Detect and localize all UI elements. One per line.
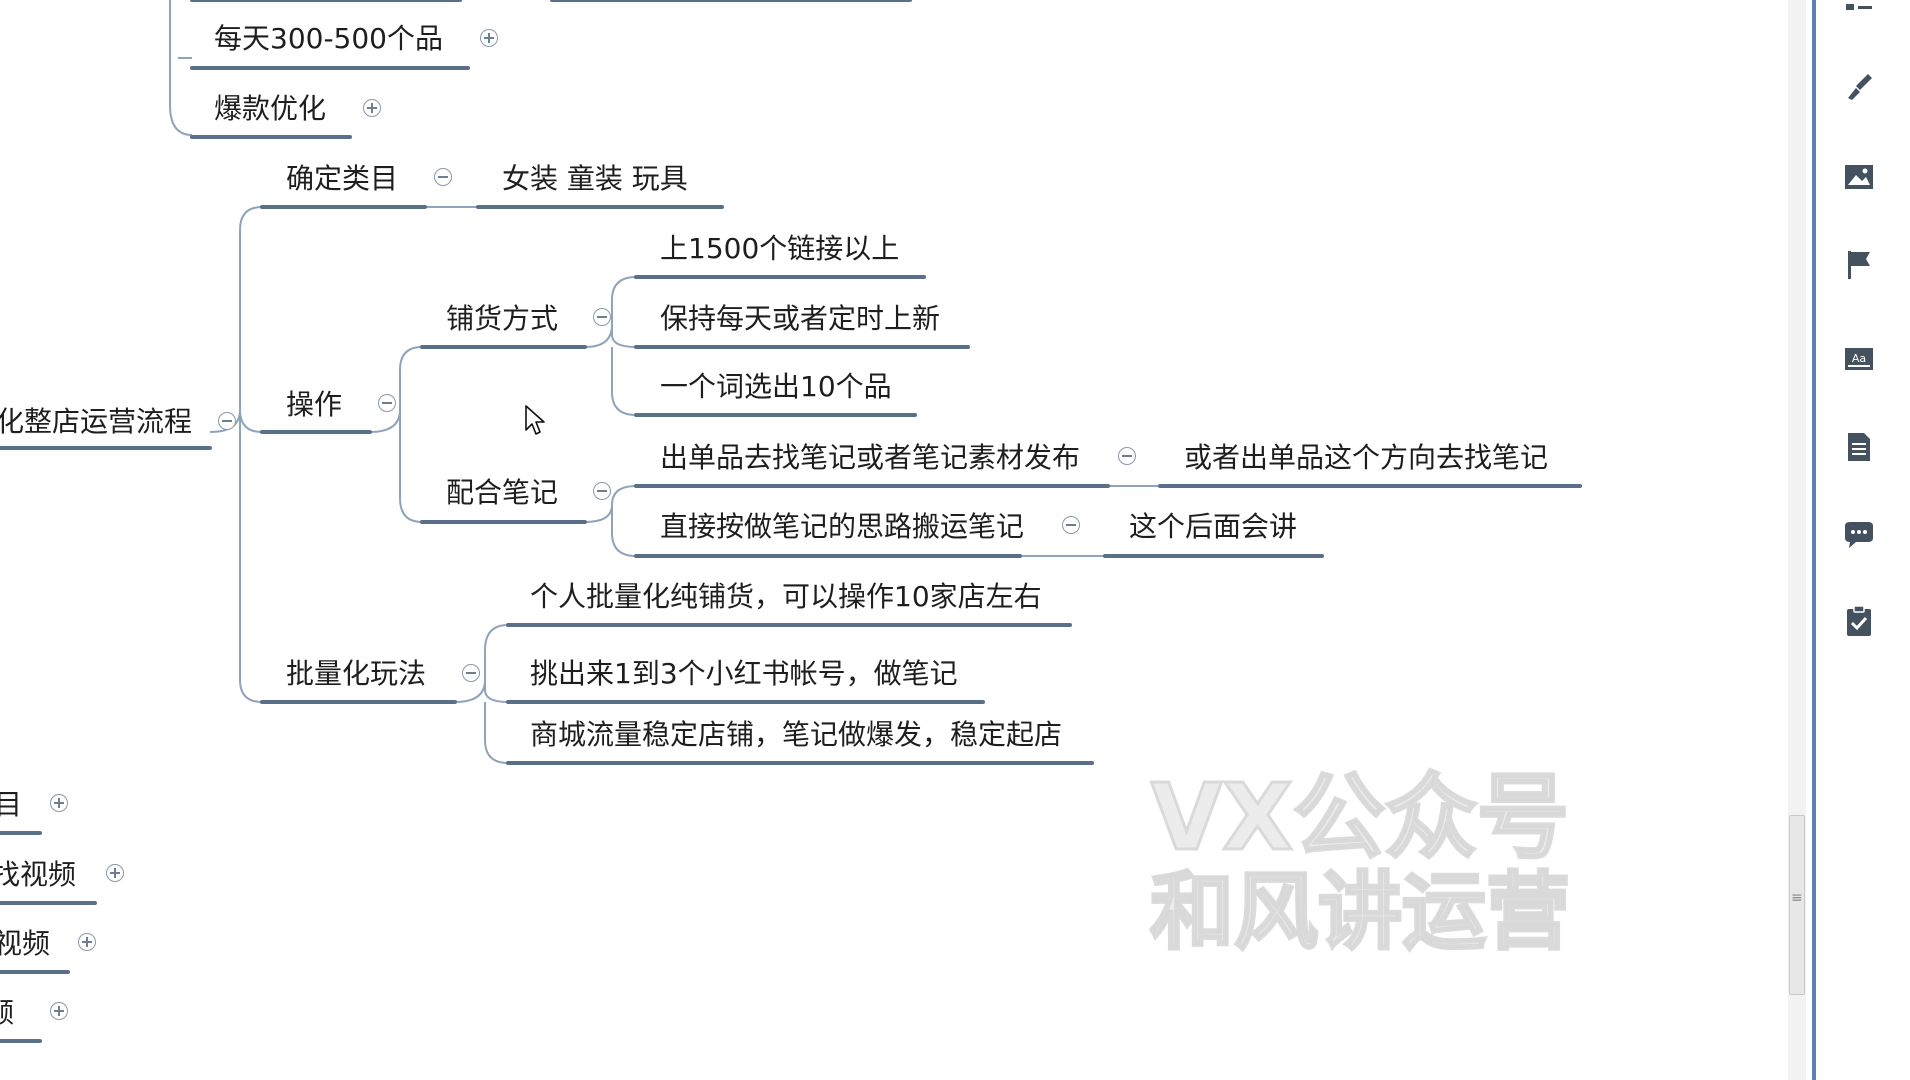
expand-toggle-icon[interactable] bbox=[480, 29, 498, 47]
node-stocking-child-1[interactable]: 上1500个链接以上 bbox=[660, 232, 900, 265]
mouse-cursor-icon bbox=[525, 405, 545, 435]
node-notes-child-2[interactable]: 直接按做笔记的思路搬运笔记 bbox=[660, 510, 1025, 543]
collapse-toggle-icon[interactable] bbox=[1062, 516, 1080, 534]
expand-toggle-icon[interactable] bbox=[78, 933, 96, 951]
svg-text:Aa: Aa bbox=[1852, 352, 1866, 365]
vertical-scrollbar[interactable] bbox=[1788, 0, 1806, 1080]
collapse-toggle-icon[interactable] bbox=[593, 308, 611, 326]
flag-icon[interactable] bbox=[1842, 248, 1876, 282]
image-icon[interactable] bbox=[1842, 160, 1876, 194]
collapse-toggle-icon[interactable] bbox=[593, 482, 611, 500]
collapse-toggle-icon[interactable] bbox=[434, 168, 452, 186]
expand-toggle-icon[interactable] bbox=[50, 1002, 68, 1020]
node-hot-optimize[interactable]: 爆款优化 bbox=[214, 92, 327, 125]
mindmap-canvas[interactable]: 每天300-500个品 爆款优化 化整店运营流程 确定类目 女装 童装 玩具 操… bbox=[0, 0, 1780, 1080]
node-operation[interactable]: 操作 bbox=[286, 388, 343, 421]
document-icon[interactable] bbox=[1842, 430, 1876, 464]
node-batch-child-2[interactable]: 挑出来1到3个小红书帐号，做笔记 bbox=[530, 657, 958, 690]
node-notes-child-1-sub[interactable]: 或者出单品这个方向去找笔记 bbox=[1184, 441, 1549, 474]
watermark-line-1: VX公众号 bbox=[1149, 764, 1570, 871]
node-bottom-partial-3[interactable]: 视频 bbox=[0, 927, 51, 960]
collapse-toggle-icon[interactable] bbox=[462, 664, 480, 682]
node-stocking-child-2[interactable]: 保持每天或者定时上新 bbox=[660, 302, 941, 335]
node-category-values[interactable]: 女装 童装 玩具 bbox=[502, 162, 688, 195]
node-batch-play[interactable]: 批量化玩法 bbox=[286, 657, 427, 690]
node-batch-child-1[interactable]: 个人批量化纯铺货，可以操作10家店左右 bbox=[530, 580, 1042, 613]
connector-lines bbox=[0, 0, 1582, 1043]
node-batch-child-3[interactable]: 商城流量稳定店铺，笔记做爆发，稳定起店 bbox=[530, 718, 1063, 751]
node-stocking-method[interactable]: 铺货方式 bbox=[446, 302, 559, 335]
node-confirm-category[interactable]: 确定类目 bbox=[286, 162, 399, 195]
node-root[interactable]: 化整店运营流程 bbox=[0, 405, 193, 438]
collapse-toggle-icon[interactable] bbox=[218, 412, 236, 430]
text-box-icon[interactable]: Aa bbox=[1842, 342, 1876, 376]
node-bottom-partial-1[interactable]: 目 bbox=[0, 788, 23, 821]
node-bottom-partial-4[interactable]: 频 bbox=[0, 996, 15, 1029]
panel-divider bbox=[1812, 0, 1816, 1080]
expand-toggle-icon[interactable] bbox=[50, 794, 68, 812]
node-notes-child-1[interactable]: 出单品去找笔记或者笔记素材发布 bbox=[660, 441, 1081, 474]
collapse-toggle-icon[interactable] bbox=[1118, 447, 1136, 465]
watermark-line-2: 和风讲运营 bbox=[1149, 863, 1572, 961]
scrollbar-thumb[interactable] bbox=[1789, 815, 1805, 995]
task-icon[interactable] bbox=[1842, 604, 1876, 638]
brush-icon[interactable] bbox=[1842, 70, 1876, 104]
watermark: VX公众号 和风讲运营 bbox=[1149, 764, 1572, 961]
node-bottom-partial-2[interactable]: 找视频 bbox=[0, 858, 77, 891]
comment-icon[interactable] bbox=[1842, 518, 1876, 552]
collapse-toggle-icon[interactable] bbox=[378, 394, 396, 412]
expand-toggle-icon[interactable] bbox=[363, 99, 381, 117]
expand-toggle-icon[interactable] bbox=[106, 864, 124, 882]
node-with-notes[interactable]: 配合笔记 bbox=[446, 476, 559, 509]
node-notes-child-2-sub[interactable]: 这个后面会讲 bbox=[1129, 510, 1298, 543]
node-stocking-child-3[interactable]: 一个词选出10个品 bbox=[660, 370, 892, 403]
node-daily-items[interactable]: 每天300-500个品 bbox=[214, 22, 443, 55]
outline-icon[interactable] bbox=[1842, 0, 1876, 24]
